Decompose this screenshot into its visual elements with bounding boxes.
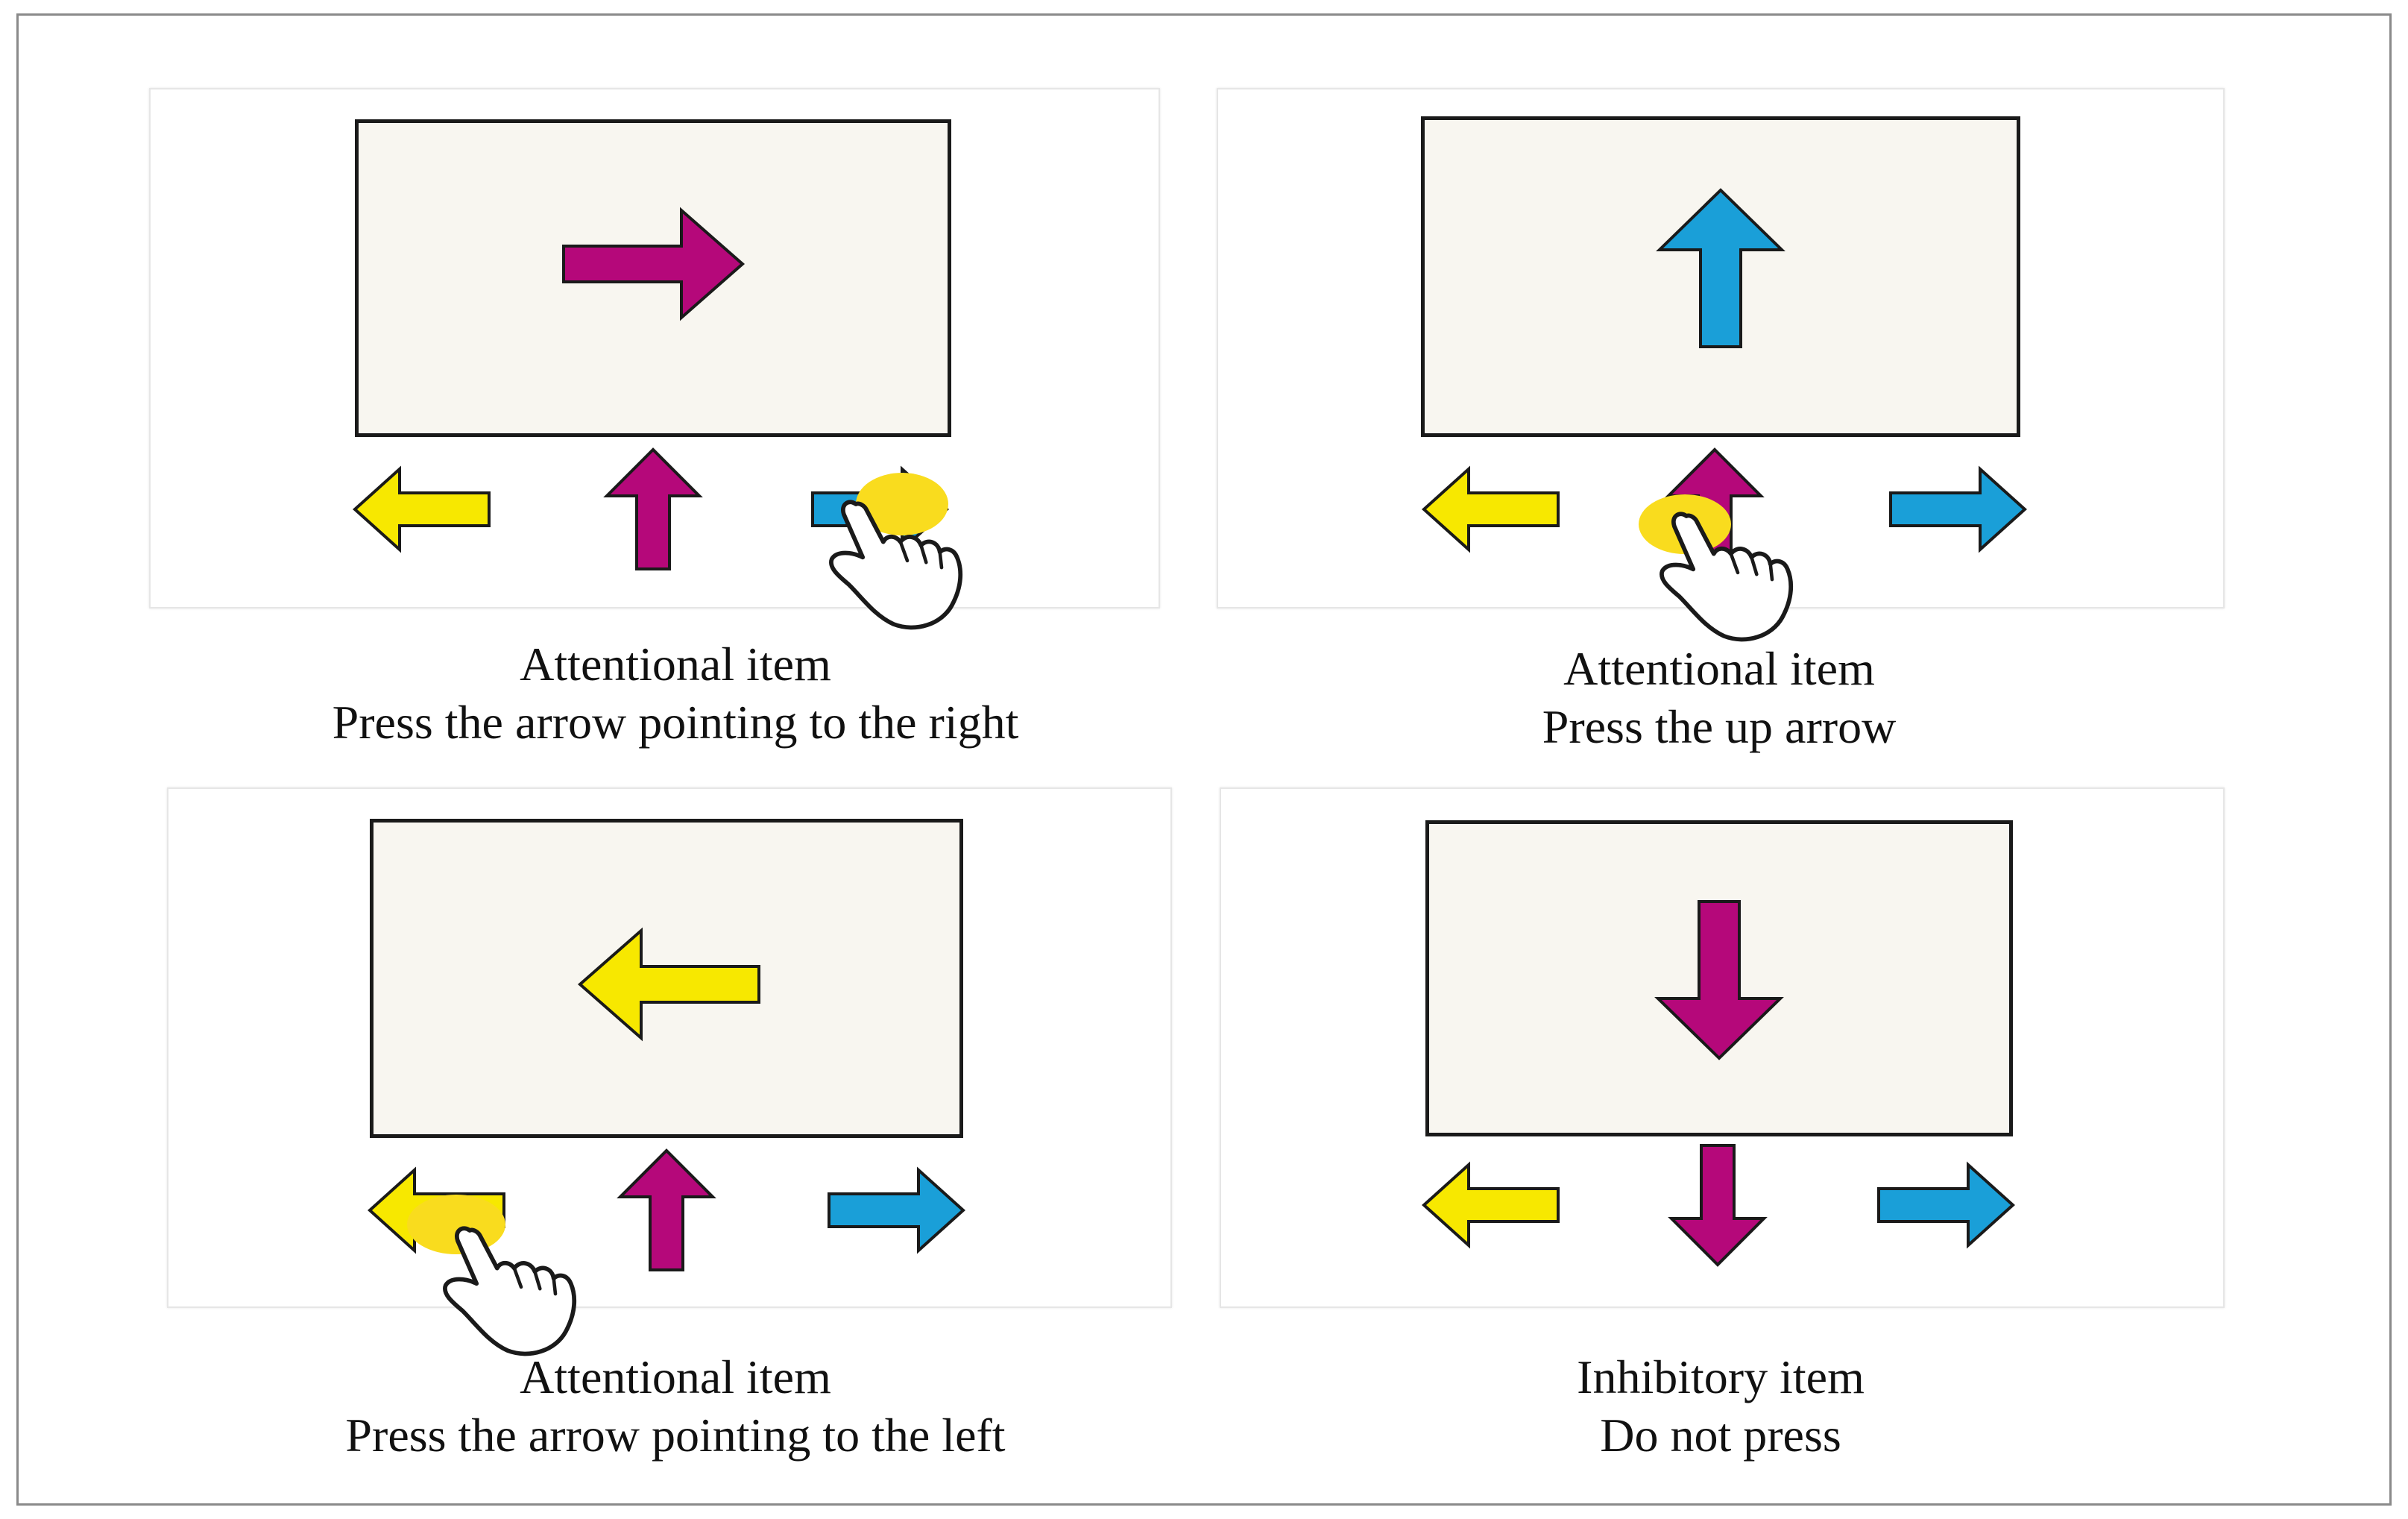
stimulus-arrow-right-icon [562, 207, 746, 321]
instruction-label: Press the arrow pointing to the left [345, 1409, 1006, 1462]
caption-left: Attentional item Press the arrow pointin… [149, 1348, 1202, 1465]
instruction-label: Press the up arrow [1542, 700, 1897, 753]
response-button-up-arrow-icon[interactable] [603, 447, 703, 570]
press-highlight [856, 473, 948, 535]
pointing-hand-icon [443, 1226, 577, 1356]
response-button-right-arrow-icon[interactable] [1889, 465, 2027, 553]
item-type-label: Inhibitory item [1577, 1350, 1865, 1403]
response-button-right-arrow-icon[interactable] [1877, 1161, 2015, 1249]
caption-up: Attentional item Press the up arrow [1217, 640, 2222, 756]
instruction-label: Do not press [1600, 1409, 1841, 1462]
item-type-label: Attentional item [1563, 642, 1875, 695]
press-highlight [407, 1195, 505, 1254]
instruction-label: Press the arrow pointing to the right [332, 696, 1019, 749]
response-button-left-arrow-icon[interactable] [353, 465, 491, 553]
response-button-right-arrow-icon[interactable] [828, 1166, 965, 1254]
pointing-hand-icon [1660, 512, 1794, 642]
response-button-down-arrow-icon[interactable] [1668, 1144, 1768, 1267]
caption-down: Inhibitory item Do not press [1220, 1348, 2222, 1465]
stimulus-arrow-down-icon [1654, 900, 1784, 1060]
stimulus-arrow-left-icon [577, 927, 760, 1042]
item-type-label: Attentional item [520, 1350, 831, 1403]
pointing-hand-icon [829, 500, 963, 630]
stimulus-arrow-up-icon [1656, 188, 1785, 348]
caption-right: Attentional item Press the arrow pointin… [149, 635, 1202, 752]
response-button-up-arrow-icon[interactable] [617, 1148, 716, 1271]
item-type-label: Attentional item [520, 638, 831, 691]
response-button-left-arrow-icon[interactable] [1422, 1161, 1560, 1249]
response-button-left-arrow-icon[interactable] [1422, 465, 1560, 553]
